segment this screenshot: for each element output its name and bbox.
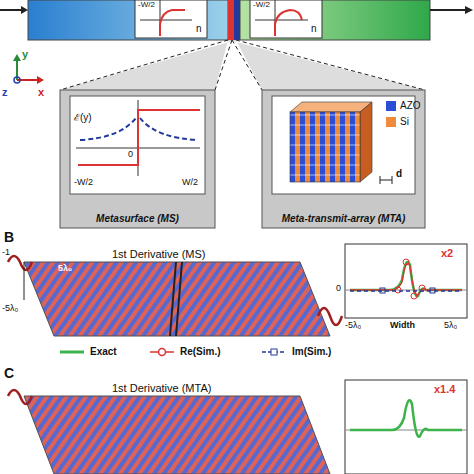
tick-label: 5λ₀ xyxy=(444,321,457,331)
panel-letter: B xyxy=(4,230,14,245)
legend-item: Im(Sim.) xyxy=(292,346,331,357)
plot-title: 1st Derivative (MS) xyxy=(110,248,208,260)
tick-label: 0 xyxy=(336,284,341,294)
axis-label: -W/2 xyxy=(138,1,155,10)
legend-swatch xyxy=(386,117,396,127)
panel-box: Meta-transmit-array (MTA) xyxy=(262,194,425,228)
axis-label: n xyxy=(311,23,317,34)
axis-label: y xyxy=(22,48,28,60)
panel-box: Metasurface (MS) xyxy=(60,194,215,228)
tick-label: W/2 xyxy=(182,178,198,188)
plot-title: 1st Derivative (MTA) xyxy=(110,382,213,394)
axis-label: ℰ(y) xyxy=(74,112,92,123)
tick-label: -1 xyxy=(2,248,10,258)
legend-text: Re(Sim.) xyxy=(180,346,221,357)
axis-label: n xyxy=(196,23,202,34)
panel-title: Metasurface (MS) xyxy=(60,213,215,224)
axis-label: Width xyxy=(390,321,415,331)
legend-swatch xyxy=(386,101,396,111)
panel-letter: C xyxy=(4,366,14,381)
axis-label: z xyxy=(2,86,8,98)
tick-label: 0 xyxy=(128,150,133,160)
axis-label: x xyxy=(38,86,44,98)
legend-text: Si xyxy=(400,116,409,127)
panel-title: Meta-transmit-array (MTA) xyxy=(262,213,425,224)
scale-factor: x1.4 xyxy=(434,383,455,395)
legend-item: AZO xyxy=(386,100,421,111)
dimension: d xyxy=(396,168,402,179)
axis-label: -W/2 xyxy=(253,1,270,10)
tick-label: -5λ₀ xyxy=(345,321,361,331)
legend-text: AZO xyxy=(400,100,421,111)
legend-text: Exact xyxy=(90,346,117,357)
dimension: -5λ₀ xyxy=(2,304,18,314)
dimension: 5λ₀ xyxy=(58,264,72,274)
legend-text: Im(Sim.) xyxy=(292,346,331,357)
legend-item: Exact xyxy=(90,346,117,357)
legend-item: Si xyxy=(386,116,409,127)
scale-factor: x2 xyxy=(441,247,453,259)
tick-label: -W/2 xyxy=(74,178,93,188)
legend-item: Re(Sim.) xyxy=(180,346,221,357)
